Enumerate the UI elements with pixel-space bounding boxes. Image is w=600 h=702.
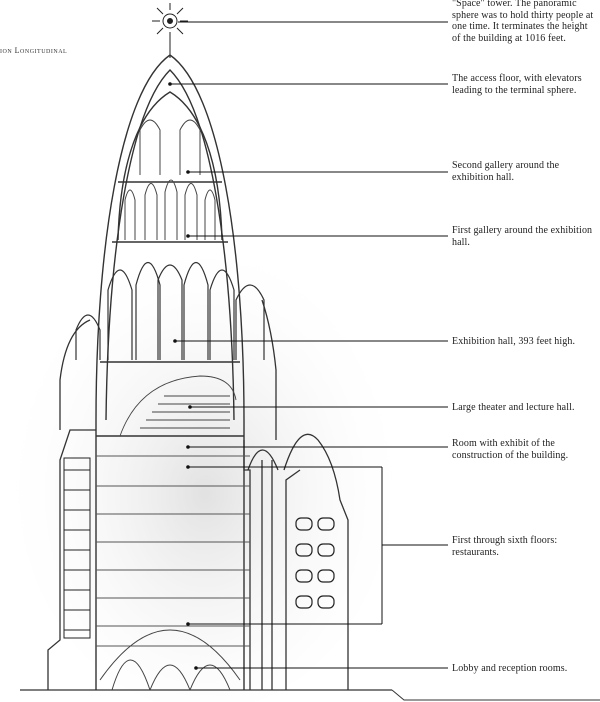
theater-stairs xyxy=(119,375,237,437)
section-caption: ion Longitudinal xyxy=(0,46,68,55)
lobby-arches xyxy=(99,629,241,691)
label-first-gallery: First gallery around the exhibition hall… xyxy=(452,225,593,248)
label-second-gallery: Second gallery around the exhibition hal… xyxy=(452,160,560,183)
pencil-shading xyxy=(15,230,395,702)
ground-step xyxy=(391,689,600,701)
sphere-icon xyxy=(152,3,188,58)
upper-arches xyxy=(124,119,216,240)
label-construction-room: Room with exhibit of the construction of… xyxy=(452,438,569,461)
label-theater: Large theater and lecture hall. xyxy=(452,402,575,413)
label-access-floor: The access floor, with elevators leading… xyxy=(452,73,582,96)
left-window-grid xyxy=(63,457,91,639)
label-lobby: Lobby and reception rooms. xyxy=(452,663,568,674)
spire-outline xyxy=(95,54,245,690)
side-buttresses xyxy=(47,299,349,690)
label-space-tower: "Space" tower. The panoramic sphere was … xyxy=(452,0,594,44)
leader-dots xyxy=(168,82,198,670)
right-window-grid xyxy=(261,460,335,690)
leader-lines xyxy=(170,21,448,669)
label-exhibition-hall: Exhibition hall, 393 feet high. xyxy=(452,336,576,347)
floor-lines xyxy=(96,455,250,647)
hall-arches xyxy=(75,262,265,360)
label-restaurants: First through sixth floors: restaurants. xyxy=(452,535,558,558)
